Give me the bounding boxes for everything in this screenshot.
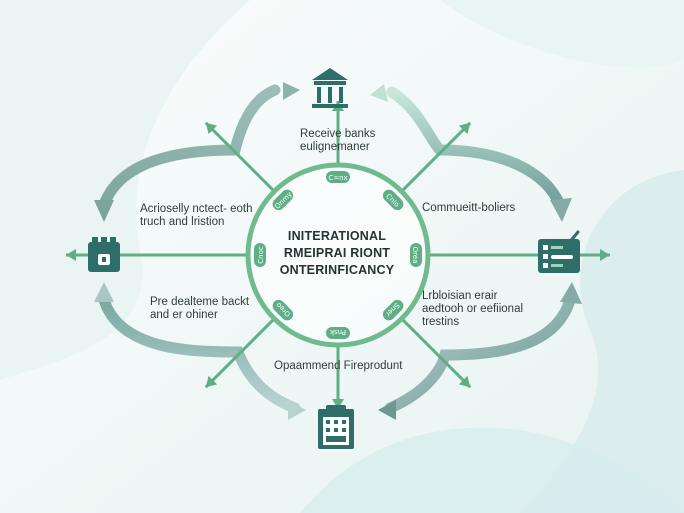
arrowhead: [560, 282, 582, 304]
bank-icon: [312, 68, 348, 108]
label-line: trestins: [422, 316, 460, 328]
label-line: and er ohiner: [150, 309, 218, 321]
spoke-arrowhead: [205, 375, 218, 388]
spoke-tag-label: Pnsk: [329, 328, 346, 336]
arrowhead: [283, 82, 300, 100]
spoke-arrowhead: [600, 249, 610, 261]
spoke-tag-bg: [382, 299, 404, 321]
spoke-tag-label: Cnoc: [257, 246, 265, 264]
label-line: aedtooh or eefiional: [422, 303, 524, 315]
arrowhead: [550, 198, 572, 222]
spoke-tag: Pnsk: [326, 327, 350, 339]
spoke-tag-bg: [326, 327, 350, 339]
spoke-arrowhead: [458, 375, 471, 388]
label-line: Opaammend Fireprodunt: [274, 360, 403, 372]
arrowhead: [378, 400, 396, 420]
spoke-arrowhead: [205, 122, 218, 135]
flow-arrow-bottom-left: [98, 294, 301, 414]
spoke-tag: Cnoc: [254, 243, 266, 267]
background-blob: [440, 0, 684, 68]
flow-arrow-bottom-right: [384, 294, 576, 414]
arrowhead: [94, 282, 114, 302]
spoke-arrowhead: [66, 249, 76, 261]
center-title-line: INITERATIONAL: [287, 229, 387, 243]
label-top: Receive banks eulignemaner: [300, 128, 375, 154]
spoke-tag-bg: [254, 243, 266, 267]
wallet-icon: [88, 237, 120, 272]
spoke-arrowhead: [458, 122, 471, 135]
label-line: Pre dealteme backt: [150, 296, 250, 308]
central-ring: [245, 162, 431, 348]
center-title: INITERATIONAL RMEIPRAI RIONT ONTERINFICA…: [262, 228, 412, 279]
checklist-icon: [538, 230, 580, 273]
spoke-tag: C=nx: [326, 171, 350, 183]
document-building-icon: [318, 405, 354, 449]
background-blob: [300, 427, 684, 513]
label-right-bottom: Lrbloisian erair aedtooh or eefiional tr…: [422, 290, 523, 329]
arrowhead: [370, 84, 388, 102]
spoke-arrowhead: [332, 399, 344, 409]
background-blob: [0, 0, 250, 380]
label-line: truch and lristion: [140, 216, 225, 228]
spoke-tag-bg: [272, 299, 294, 321]
label-bottom: Opaammend Fireprodunt: [274, 360, 402, 373]
spoke-tag-bg: [326, 171, 350, 183]
center-title-line: ONTERINFICANCY: [279, 263, 395, 277]
arrowhead: [288, 400, 306, 420]
spoke-line: [204, 318, 275, 389]
label-line: Receive banks: [300, 128, 376, 140]
spoke-line: [401, 121, 472, 192]
label-line: Lrbloisian erair: [422, 290, 498, 302]
spoke-tag-label: Orea: [411, 247, 419, 264]
spoke-tag: Orea: [410, 243, 422, 267]
arrowhead: [94, 200, 114, 222]
spoke-tag-bg: [272, 189, 294, 211]
flow-arrow-top-right: [386, 86, 566, 211]
background-blob: [520, 170, 684, 513]
spoke-line: [204, 121, 275, 192]
spoke-tag-bg: [410, 243, 422, 267]
label-left-bottom: Pre dealteme backt and er ohiner: [150, 296, 249, 322]
label-right-top: Commueitt-boliers: [422, 202, 515, 215]
label-line: Acrioselly nctect- eoth: [140, 203, 253, 215]
spoke-tag-bg: [382, 189, 404, 211]
flow-arrow-top-left: [98, 84, 281, 211]
outer-flow: [98, 84, 576, 414]
center-title-line: RMEIPRAI RIONT: [283, 246, 391, 260]
label-left-top: Acrioselly nctect- eoth truch and lristi…: [140, 203, 253, 229]
outer-arrowheads: [94, 82, 582, 420]
label-line: eulignemaner: [300, 141, 370, 153]
spoke-tag-label: C=nx: [328, 174, 347, 182]
label-line: Commueitt-boliers: [422, 202, 516, 214]
spoke-line: [401, 318, 472, 389]
